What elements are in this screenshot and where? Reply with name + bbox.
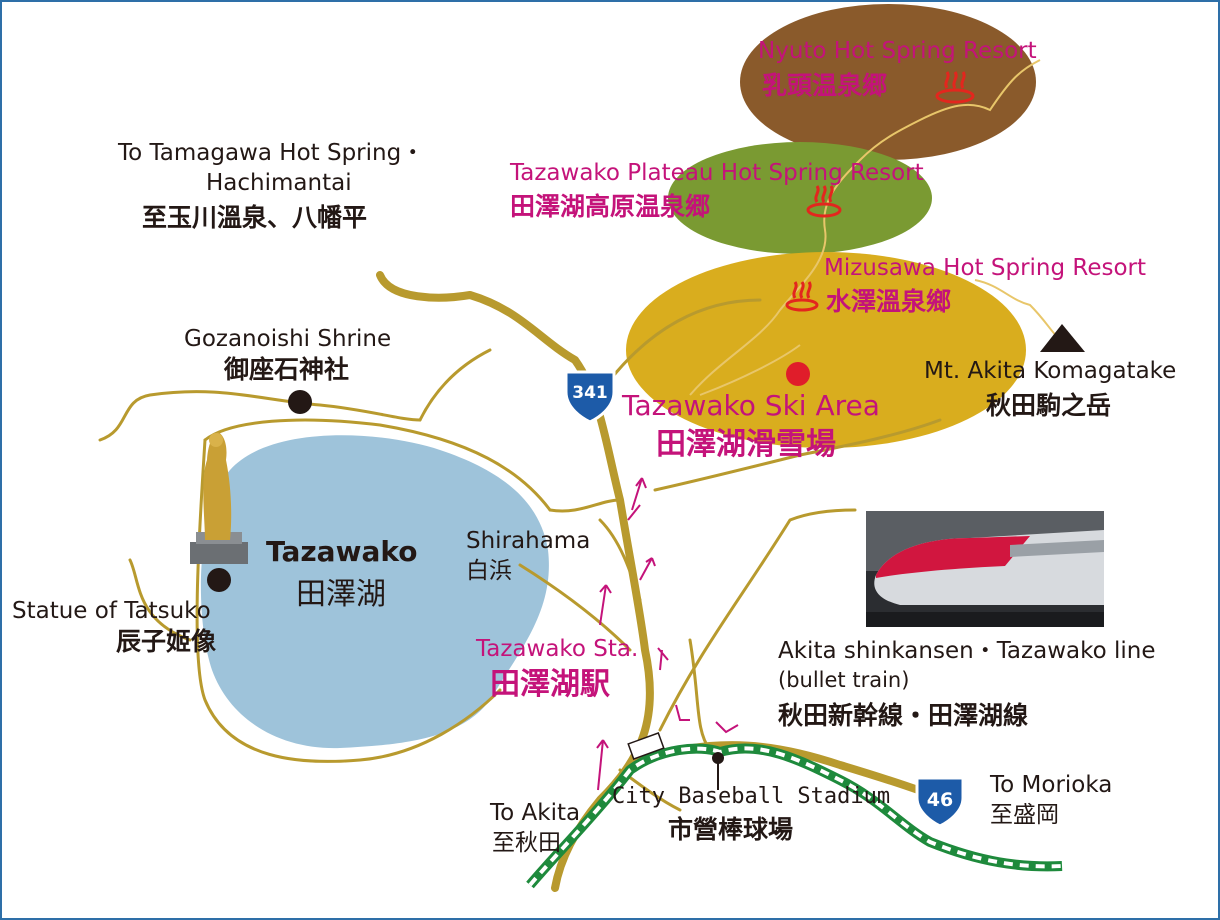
shirahama-name-ja: 白浜 (466, 558, 512, 584)
shinkansen-photo (866, 511, 1104, 627)
ski-area-name-en: Tazawako Ski Area (622, 389, 880, 422)
gozanoishi-name-en: Gozanoishi Shrine (184, 326, 392, 352)
akita-direction-en: To Akita (490, 800, 581, 826)
mountain-peak-icon (1040, 324, 1085, 352)
station-name-ja: 田澤湖駅 (490, 667, 610, 702)
shinkansen-name-ja: 秋田新幹線・田澤湖線 (778, 701, 1029, 730)
hot-spring-icon (806, 185, 842, 218)
nyuto-zone (740, 4, 1036, 160)
plateau-zone (668, 142, 932, 254)
shinkansen-name-en-line1: Akita shinkansen・Tazawako line (778, 638, 1156, 664)
route-341-label: 341 (572, 383, 608, 403)
station-building-icon (627, 732, 665, 760)
hot-spring-icon (935, 71, 975, 104)
komagatake-name-ja: 秋田駒之岳 (986, 391, 1112, 420)
station-name-en: Tazawako Sta. (476, 636, 639, 662)
location-dot-icon (712, 752, 724, 764)
hot-spring-icon (785, 281, 819, 312)
tatsuko-statue-icon (190, 432, 248, 564)
tamagawa-name-ja: 至玉川溫泉、八幡平 (142, 203, 368, 232)
tamagawa-name-en-line2: Hachimantai (206, 170, 352, 196)
shinkansen-name-en-line2: (bullet train) (778, 668, 910, 692)
location-dot-icon (288, 390, 312, 414)
stadium-name-en: City Baseball Stadium (612, 784, 891, 809)
location-dot-icon (207, 568, 231, 592)
shirahama-name-en: Shirahama (466, 528, 591, 554)
tatsuko-name-ja: 辰子姬像 (116, 627, 217, 656)
lake-name-en: Tazawako (266, 535, 418, 568)
location-dot-icon (786, 362, 810, 386)
stadium-name-ja: 市營棒球場 (668, 815, 794, 844)
ski-zone (626, 252, 1026, 448)
ski-area-name-ja: 田澤湖滑雪場 (656, 427, 836, 462)
plateau-name-ja: 田澤湖高原温泉郷 (510, 192, 711, 221)
tatsuko-name-en: Statue of Tatsuko (12, 598, 211, 624)
morioka-direction-en: To Morioka (990, 772, 1113, 798)
route-shield-icon: 46 (915, 776, 965, 828)
akita-direction-ja: 至秋田 (492, 830, 561, 856)
lake-tazawako (200, 435, 549, 749)
tamagawa-name-en-line1: To Tamagawa Hot Spring・ (118, 140, 425, 166)
railway-line (526, 732, 1063, 889)
mountain-road (689, 59, 1041, 396)
plateau-name-en: Tazawako Plateau Hot Spring Resort (510, 160, 924, 186)
route-46-label: 46 (927, 789, 953, 811)
morioka-direction-ja: 至盛岡 (990, 802, 1059, 828)
route-shield-icon: 341 (564, 370, 616, 424)
nyuto-name-ja: 乳頭温泉郷 (762, 71, 888, 100)
nyuto-name-en: Nyuto Hot Spring Resort (758, 38, 1037, 64)
mizusawa-name-en: Mizusawa Hot Spring Resort (824, 255, 1147, 281)
mizusawa-name-ja: 水澤溫泉鄉 (826, 287, 952, 316)
direction-arrows (596, 477, 739, 791)
lake-name-ja: 田澤湖 (296, 577, 386, 612)
gozanoishi-name-ja: 御座石神社 (224, 355, 350, 384)
komagatake-name-en: Mt. Akita Komagatake (924, 358, 1177, 384)
